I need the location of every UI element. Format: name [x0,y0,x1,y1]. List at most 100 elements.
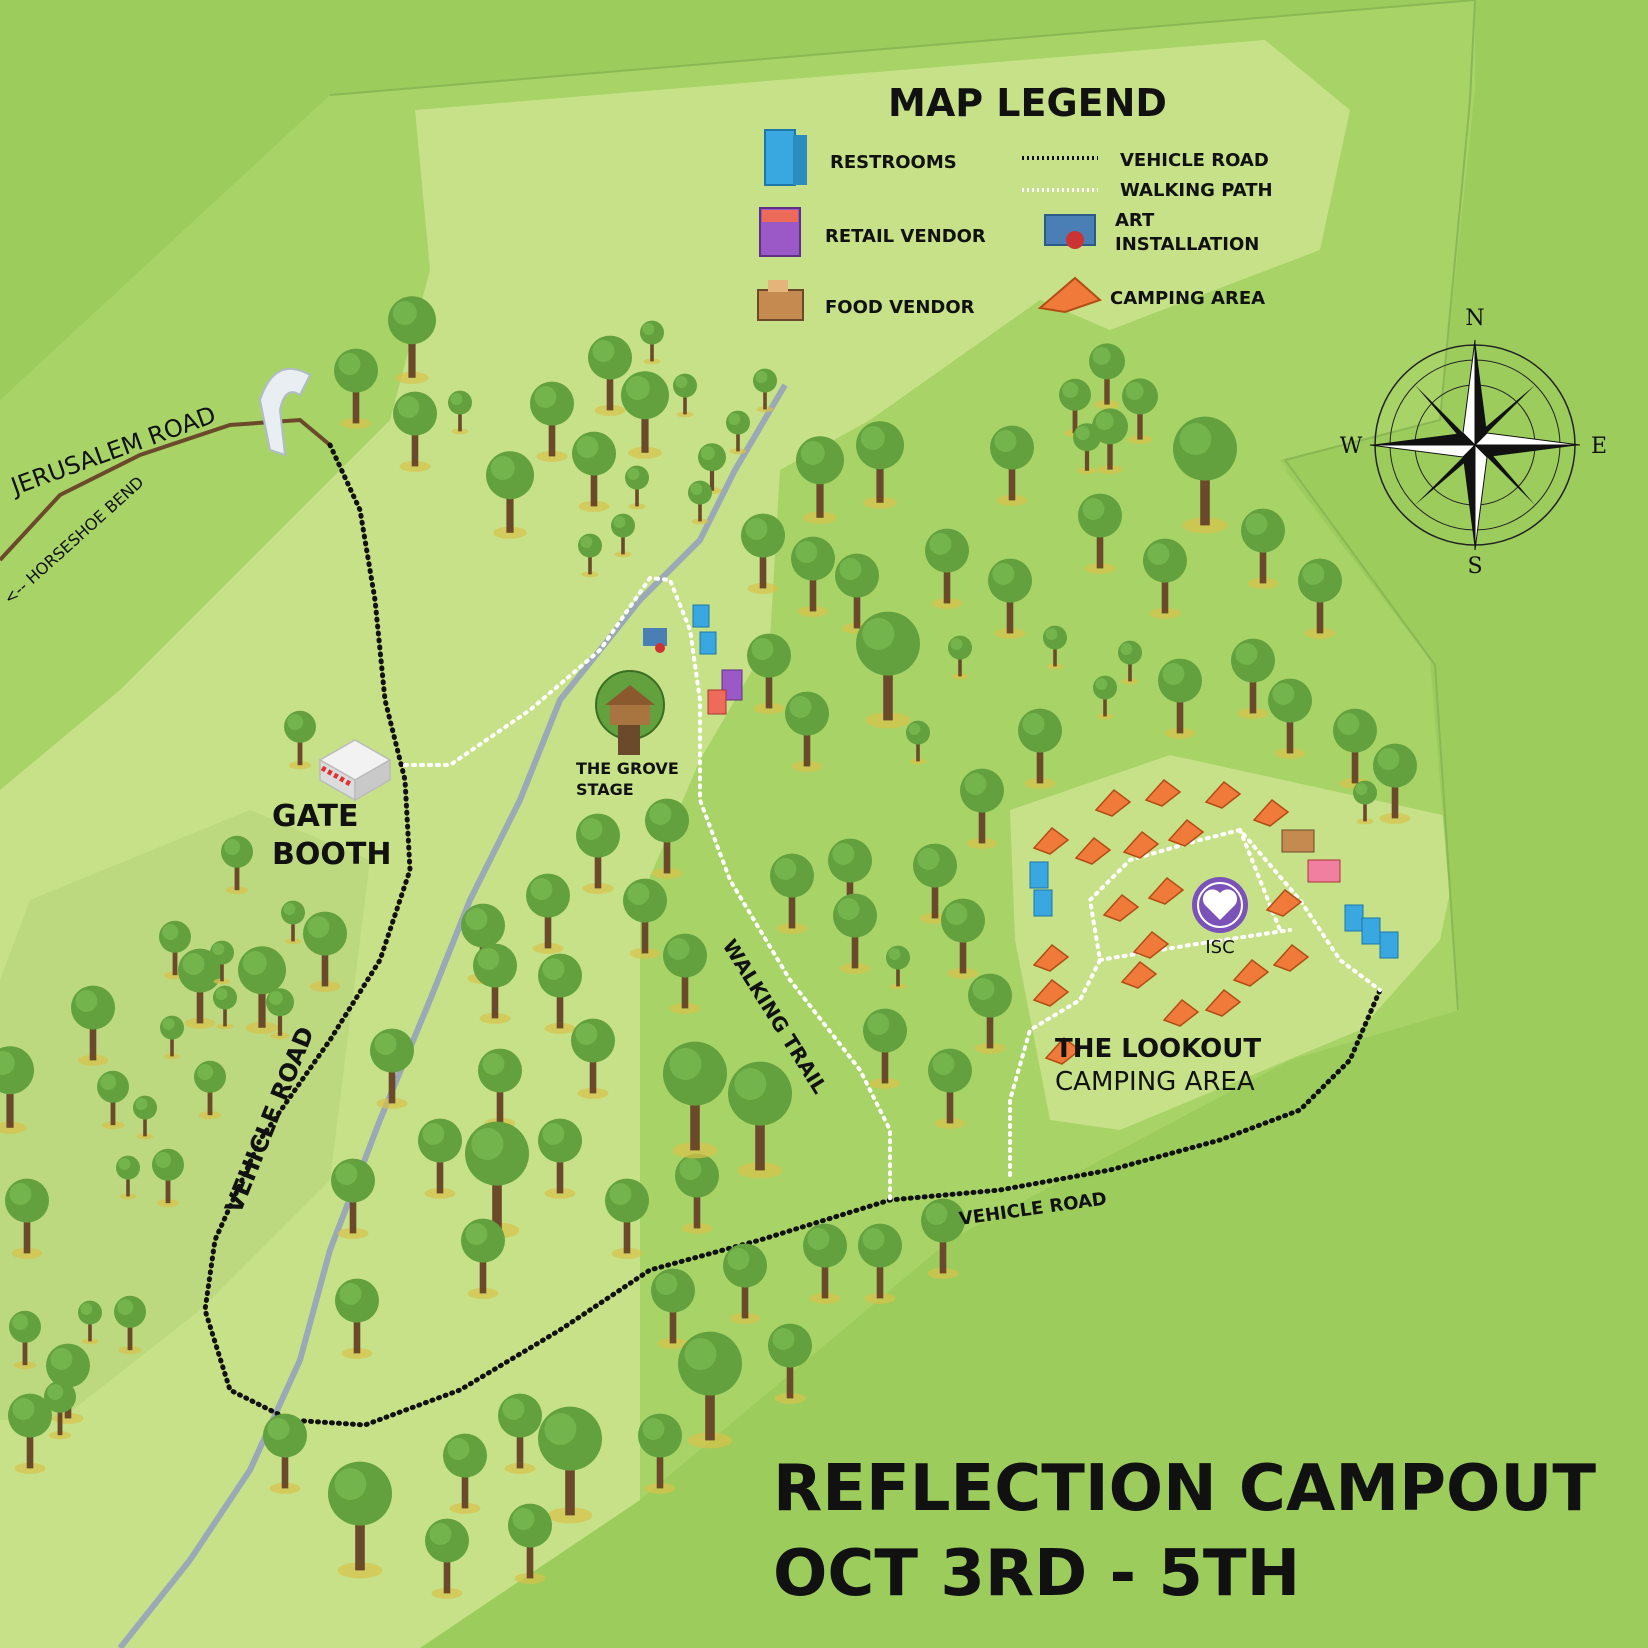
tree-icon [78,1300,102,1345]
retail-vendor-icon [707,669,743,715]
tent-icon [1265,888,1303,917]
tree-icon [856,421,904,509]
compass-west: W [1340,434,1363,459]
tree-icon [1092,408,1128,475]
tree-icon [1078,493,1122,574]
tree-icon [663,1041,727,1159]
tent-icon [1032,943,1070,972]
tree-icon [160,1015,184,1060]
tree-icon [675,1153,719,1234]
legend-walking-path-label: WALKING PATH [1120,180,1273,201]
tree-icon [863,1008,907,1089]
legend-food-vendor-icon [757,280,804,321]
tree-icon [284,710,316,770]
tree-icon [913,843,957,924]
tree-icon [785,691,829,772]
tent-icon [1252,798,1290,827]
tree-icon [418,1118,462,1199]
legend-retail-vendor-label: RETAIL VENDOR [825,226,986,247]
event-dates: OCT 3RD - 5TH [773,1537,1300,1611]
tree-icon [747,633,791,714]
legend-restrooms-label: RESTROOMS [830,152,957,173]
tents [1032,778,1310,1065]
tree-icon [638,1413,682,1494]
tent-icon [1122,830,1160,859]
tree-icon [473,943,517,1024]
tree-icon [1089,343,1125,410]
tree-icon [114,1295,146,1355]
tent-icon [1147,876,1185,905]
lookout-label-1: THE LOOKOUT [1055,1034,1261,1064]
tree-icon [645,798,689,879]
tree-icon [571,1018,615,1099]
tree-icon [1298,558,1342,639]
legend-restrooms-icon [764,129,807,186]
tree-icon [576,813,620,894]
river [117,383,788,1648]
tree-icon [663,933,707,1014]
tree-icon [526,873,570,954]
tree-icon [1173,416,1237,534]
tree-icon [925,528,969,609]
restrooms-icon [692,604,717,655]
tree-icon [266,988,294,1040]
trees [0,296,1417,1599]
grove-stage-label-1: THE GROVE [576,759,679,778]
tree-icon [370,1028,414,1109]
tree-icon [651,1268,695,1349]
legend-camping-area-label: CAMPING AREA [1110,288,1265,309]
tree-icon [538,1406,602,1524]
tree-icon [133,1095,157,1140]
tent-icon [1044,1036,1082,1065]
tree-icon [698,443,726,495]
compass-north: N [1465,306,1484,331]
tree-icon [588,335,632,416]
lookout-food-vendor-icon [1281,829,1341,883]
tree-icon [791,536,835,617]
tree-icon [1241,508,1285,589]
tree-icon [621,371,669,459]
tree-icon [8,1393,52,1474]
isc-label: ISC [1205,937,1234,958]
legend-food-vendor-label: FOOD VENDOR [825,297,975,318]
tree-icon [928,1048,972,1129]
tree-icon [605,1178,649,1259]
tree-icon [281,900,305,945]
tree-icon [303,911,347,992]
tree-icon [9,1310,41,1370]
tree-icon [0,1046,34,1134]
lookout-label-2: CAMPING AREA [1055,1067,1255,1097]
tent-icon [1272,943,1310,972]
tree-icon [194,1060,226,1120]
compass-rose-icon: N S E W [1340,306,1607,579]
tree-icon [611,513,635,558]
tree-icon [578,533,602,578]
gate-booth-label-1: GATE [272,799,358,834]
tree-icon [688,480,712,525]
gate-booth-icon [318,739,392,802]
tree-icon [1122,378,1158,445]
tree-icon [71,985,115,1066]
tree-icon [97,1070,129,1130]
legend-vehicle-road-label: VEHICLE ROAD [1120,150,1269,171]
tree-icon [44,1380,76,1440]
lookout-clearing [1010,755,1465,1130]
tent-icon [1074,836,1112,865]
tree-icon [1118,640,1142,685]
tree-icon [906,720,930,765]
tent-icon [1162,998,1200,1027]
tree-icon [498,1393,542,1474]
tent-icon [1032,826,1070,855]
entrance-arch-icon [258,367,312,457]
legend-art-installation-label-1: ART [1115,210,1155,231]
tree-icon [388,296,436,384]
tree-icon [1043,625,1067,670]
legend-retail-vendor-icon [759,207,801,257]
tree-icon [796,436,844,524]
tree-icon [1073,423,1101,475]
tree-icon [572,431,616,512]
tree-icon [331,1158,375,1239]
tent-icon [1204,988,1242,1017]
